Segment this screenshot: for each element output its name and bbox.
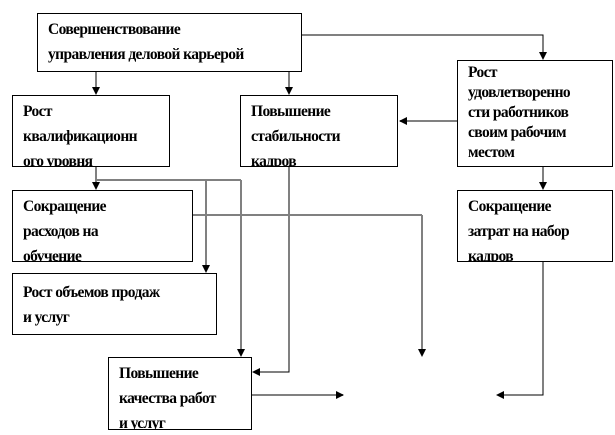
box-sales-growth: Рост объемов продаж и услуг xyxy=(12,273,217,335)
box-workplace-satisfaction: Рост удовлетворенно сти работников своим… xyxy=(457,60,613,167)
box-qualification-growth: Рост квалификационн ого уровня xyxy=(12,95,170,167)
arrow-stability-to-quality xyxy=(252,167,290,376)
box-text: кадров xyxy=(251,153,297,167)
box-text: Сокращение xyxy=(468,198,552,215)
box-text: ого уровня xyxy=(23,153,93,167)
box-text: удовлетворенно xyxy=(468,84,571,101)
box-text: кадров xyxy=(468,248,514,262)
box-text: квалификационн xyxy=(23,128,138,145)
box-text: Рост xyxy=(468,64,498,81)
box-text: своим рабочим xyxy=(468,124,567,141)
box-training-costs: Сокращение расходов на обучение xyxy=(12,190,193,262)
box-text: Рост объемов продаж xyxy=(23,284,160,301)
box-text: управления деловой карьерой xyxy=(48,46,244,63)
box-text: Повышение xyxy=(119,365,199,382)
box-text: Совершенствование xyxy=(48,21,181,38)
arrow-hiring-left xyxy=(496,262,544,399)
box-text: и услуг xyxy=(119,415,166,430)
box-text: и услуг xyxy=(23,309,70,326)
box-hiring-costs: Сокращение затрат на набор кадров xyxy=(457,190,613,262)
box-quality-improvement: Повышение качества работ и услуг xyxy=(108,357,252,430)
box-text: местом xyxy=(468,144,515,161)
box-text: обучение xyxy=(23,248,82,262)
box-text: расходов на xyxy=(23,223,99,240)
box-staff-stability: Повышение стабильности кадров xyxy=(240,95,398,167)
box-text: качества работ xyxy=(119,390,216,407)
arrow-career-to-satisfaction xyxy=(302,34,547,60)
box-text: Повышение xyxy=(251,103,331,120)
box-text: Сокращение xyxy=(23,198,107,215)
box-career-management: Совершенствование управления деловой кар… xyxy=(37,13,302,72)
box-text: затрат на набор xyxy=(468,223,570,240)
box-text: стабильности xyxy=(251,128,341,145)
box-text: Рост xyxy=(23,103,53,120)
box-text: сти работников xyxy=(468,104,569,121)
